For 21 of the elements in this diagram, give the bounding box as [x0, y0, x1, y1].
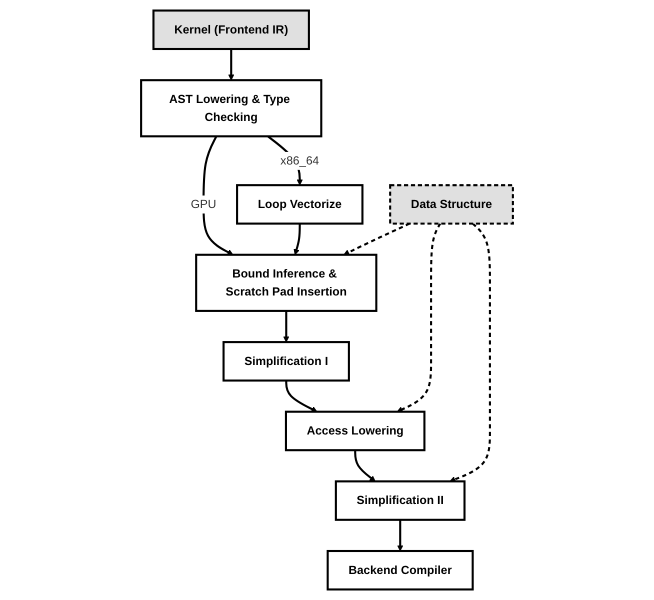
- node-box: Bound Inference & Scratch Pad Insertion: [195, 254, 378, 312]
- node-box: Loop Vectorize: [236, 184, 364, 225]
- arrow: [228, 49, 234, 80]
- node-box: Access Lowering: [284, 410, 426, 452]
- arrow: [294, 224, 301, 256]
- node-box: Kernel (Frontend IR): [152, 10, 310, 50]
- arrow: [449, 222, 491, 482]
- node-box: AST Lowering & Type Checking: [140, 79, 322, 138]
- arrow: [354, 450, 376, 482]
- node-box: Simplification II: [334, 480, 466, 521]
- edge-label: GPU: [190, 198, 216, 211]
- node-box: Backend Compiler: [326, 550, 474, 590]
- edge-label: x86_64: [280, 154, 320, 168]
- arrow: [396, 223, 442, 412]
- arrow: [285, 380, 318, 412]
- node-box: Data Structure: [389, 184, 514, 225]
- node-box: Simplification I: [222, 341, 350, 382]
- arrow: [397, 520, 404, 552]
- arrow: [202, 136, 234, 256]
- arrow: [283, 310, 290, 342]
- arrow: [343, 222, 410, 256]
